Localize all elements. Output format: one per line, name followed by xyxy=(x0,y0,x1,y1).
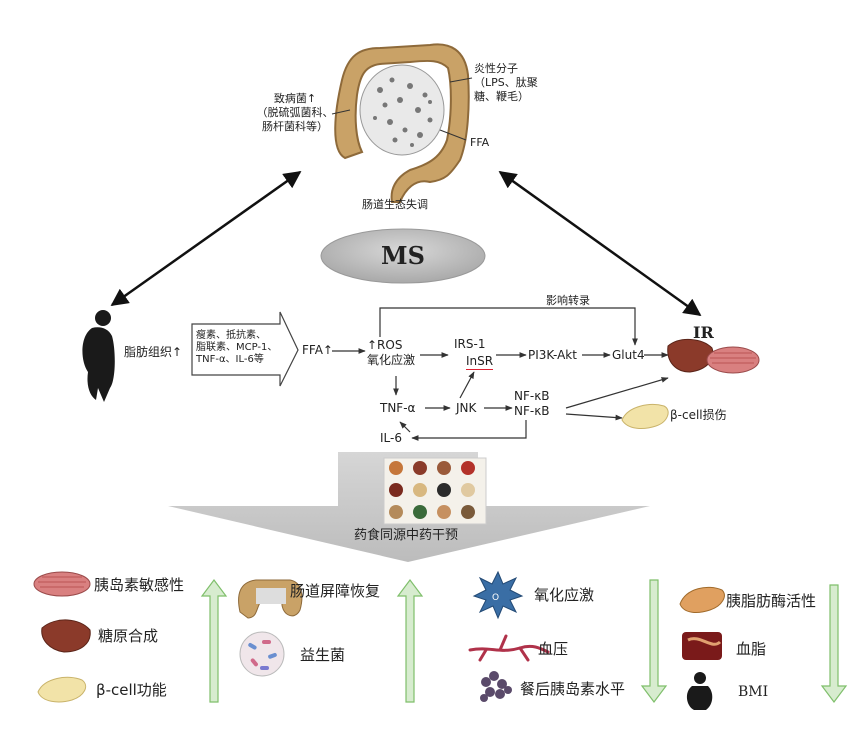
beta-cell-damage-label: β-cell损伤 xyxy=(670,408,727,422)
cytokine-arrow-box xyxy=(191,311,299,387)
pancreas-lipase-icon xyxy=(679,586,725,613)
liver-icon xyxy=(41,619,91,653)
down-arrow-1 xyxy=(640,579,668,703)
large-intestine-icon xyxy=(334,43,470,203)
probiotics-label: 益生菌 xyxy=(300,646,346,664)
il6-label: IL-6 xyxy=(380,431,402,445)
irs1-label: IRS-1 xyxy=(454,337,486,351)
glut4-label: Glut4 xyxy=(612,348,645,362)
obese-person-icon xyxy=(82,310,115,402)
pancreas-icon xyxy=(621,404,669,429)
blood-lipid-icon xyxy=(682,632,722,660)
jnk-label: JNK xyxy=(456,401,477,415)
pi3k-akt-label: PI3K-Akt xyxy=(528,348,577,362)
dysbiosis-label: 肠道生态失调 xyxy=(362,198,428,211)
nfkb-label: NF-κB NF-κB xyxy=(514,389,550,418)
inflammatory-molecules-label: 炎性分子 （LPS、肽聚 糖、鞭毛） xyxy=(474,62,538,103)
insulin-icon xyxy=(480,671,512,702)
pancreas-icon xyxy=(37,676,87,703)
muscle-icon xyxy=(33,571,91,597)
gut-barrier-label: 肠道屏障恢复 xyxy=(290,582,381,600)
muscle-icon xyxy=(706,346,760,374)
postprandial-insulin-label: 餐后胰岛素水平 xyxy=(520,680,626,698)
svg-text:O: O xyxy=(492,593,499,603)
transcription-label: 影响转录 xyxy=(546,294,590,307)
down-arrow-2 xyxy=(820,584,848,703)
pathogen-label: 致病菌↑ （脱硫弧菌科、 肠杆菌科等） xyxy=(256,92,334,133)
ros-label: ↑ROS 氧化应激 xyxy=(367,338,416,367)
ros-icon: O xyxy=(472,570,524,620)
body-icon xyxy=(686,672,713,710)
tnf-alpha-label: TNF-α xyxy=(380,401,416,415)
oxidative-stress-label: 氧化应激 xyxy=(534,586,595,604)
bmi-label: BMI xyxy=(738,684,769,700)
glycogen-synthesis-label: 糖原合成 xyxy=(98,627,159,645)
adipose-tissue-label: 脂肪组织↑ xyxy=(124,345,183,359)
intervention-label: 药食同源中药干预 xyxy=(354,528,459,543)
up-arrow-2 xyxy=(396,579,424,703)
up-arrow-1 xyxy=(200,579,228,703)
probiotic-icon xyxy=(239,631,285,677)
beta-cell-function-label: β-cell功能 xyxy=(96,681,167,699)
ir-label: IR xyxy=(693,323,714,342)
blood-lipid-label: 血脂 xyxy=(736,640,767,658)
pancreatic-lipase-label: 胰脂肪酶活性 xyxy=(726,592,817,610)
herbs-image xyxy=(383,457,487,525)
insr-label: InSR xyxy=(466,354,494,370)
cytokines-label: 瘦素、抵抗素、 脂联素、MCP-1、 TNF-α、IL-6等 xyxy=(196,330,278,365)
ffa-gut-label: FFA xyxy=(470,136,490,149)
insulin-sensitivity-label: 胰岛素敏感性 xyxy=(94,576,185,594)
blood-vessel-icon xyxy=(468,634,550,662)
ms-label: MS xyxy=(381,241,425,270)
ms-ellipse xyxy=(320,228,486,284)
intestine-icon xyxy=(238,579,303,619)
blood-pressure-label: 血压 xyxy=(538,640,569,658)
liver-icon xyxy=(667,339,714,373)
ffa-pathway-label: FFA↑ xyxy=(302,343,333,357)
